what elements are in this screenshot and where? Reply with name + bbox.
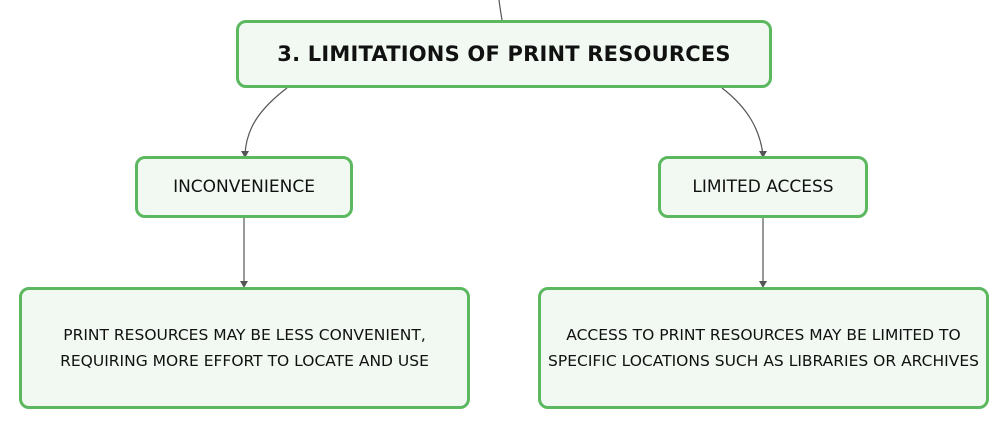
- branch-node-inconvenience[interactable]: INCONVENIENCE: [135, 156, 353, 218]
- incoming-edge: [498, 0, 503, 21]
- branch-node-label: INCONVENIENCE: [173, 177, 315, 197]
- arrowhead-limited-access: [759, 151, 767, 158]
- arrowhead-limited-access-detail: [759, 281, 767, 288]
- branch-node-label: LIMITED ACCESS: [692, 177, 834, 197]
- detail-node-text: ACCESS TO PRINT RESOURCES MAY BE LIMITED…: [548, 326, 979, 370]
- edge-root-to-limited-access: [721, 87, 764, 156]
- detail-node-inconvenience[interactable]: PRINT RESOURCES MAY BE LESS CONVENIENT, …: [19, 287, 470, 409]
- arrowhead-inconvenience-detail: [240, 281, 248, 288]
- detail-node-text: PRINT RESOURCES MAY BE LESS CONVENIENT, …: [60, 326, 429, 370]
- root-node[interactable]: 3. LIMITATIONS OF PRINT RESOURCES: [236, 20, 772, 88]
- root-node-label: 3. LIMITATIONS OF PRINT RESOURCES: [277, 42, 731, 66]
- arrowhead-inconvenience: [241, 151, 249, 158]
- edge-root-to-inconvenience: [244, 87, 288, 156]
- branch-node-limited-access[interactable]: LIMITED ACCESS: [658, 156, 868, 218]
- detail-node-limited-access[interactable]: ACCESS TO PRINT RESOURCES MAY BE LIMITED…: [538, 287, 989, 409]
